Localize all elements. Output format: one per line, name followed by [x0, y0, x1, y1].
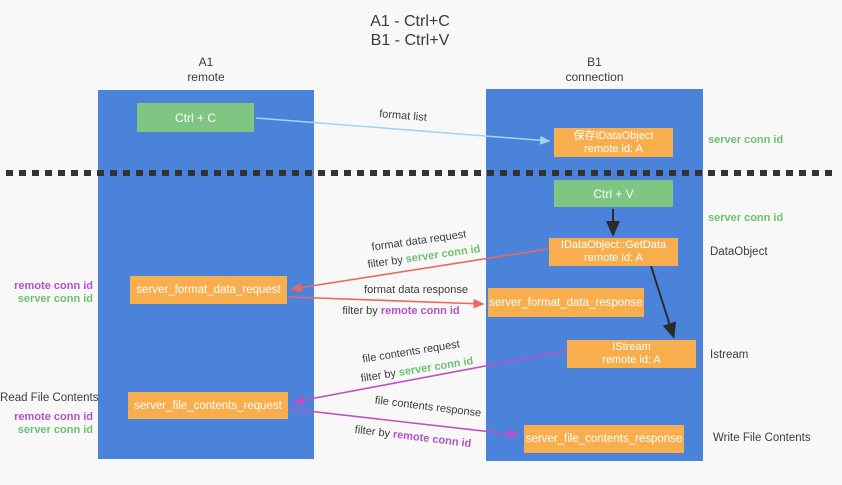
- format-data-response-label: format data response: [364, 284, 468, 296]
- server-format-data-request-box: server_format_data_request: [130, 276, 287, 304]
- dashed-divider: [6, 170, 836, 176]
- left-file-remote-conn-id: remote conn id: [14, 411, 93, 423]
- dataobject-label: DataObject: [710, 246, 768, 258]
- format-response-filter-key: remote conn id: [380, 305, 460, 317]
- left-format-conn-ids: remote conn id server conn id: [0, 280, 93, 305]
- ctrl-v-label: Ctrl + V: [593, 186, 634, 201]
- server-file-contents-request-label: server_file_contents_request: [134, 399, 282, 412]
- istream-subtitle: remote id: A: [602, 354, 661, 366]
- ctrl-v-box: Ctrl + V: [554, 180, 673, 207]
- idataobject-getdata-box: IDataObject::GetData remote id: A: [549, 238, 678, 266]
- file-response-filter-key: remote conn id: [392, 428, 472, 451]
- right-server-conn-id-top: server conn id: [708, 134, 784, 146]
- server-format-data-response-box: server_format_data_response: [488, 288, 644, 317]
- server-file-contents-response-label: server_file_contents_response: [525, 433, 683, 445]
- save-idataobject-box: 保存IDataObject remote id: A: [554, 128, 673, 157]
- file-contents-response-label: file contents response: [374, 394, 482, 420]
- left-file-server-conn-id: server conn id: [17, 423, 93, 436]
- istream-side-label: Istream: [710, 349, 749, 361]
- lane-a1-role: remote: [187, 70, 225, 84]
- getdata-title: IDataObject::GetData: [560, 239, 667, 251]
- right-server-conn-id-mid: server conn id: [708, 212, 784, 224]
- getdata-subtitle: remote id: A: [584, 252, 643, 264]
- read-file-contents-label: Read File Contents: [0, 392, 99, 404]
- istream-title: IStream: [612, 341, 651, 353]
- file-response-filter-prefix: filter by: [354, 423, 391, 441]
- file-request-filter-prefix: filter by: [359, 367, 397, 385]
- title-line-2: B1 - Ctrl+V: [370, 32, 450, 49]
- left-format-server-conn-id: server conn id: [17, 292, 93, 305]
- left-format-remote-conn-id: remote conn id: [14, 280, 93, 292]
- lane-header-a1: A1 remote: [98, 55, 314, 85]
- lane-b1-name: B1: [587, 55, 602, 69]
- save-idataobject-subtitle: remote id: A: [584, 142, 643, 155]
- format-response-filter-prefix: filter by: [342, 305, 378, 317]
- format-list-label: format list: [378, 108, 428, 124]
- format-request-filter-prefix: filter by: [366, 254, 404, 271]
- save-idataobject-title: 保存IDataObject: [573, 129, 654, 142]
- left-file-conn-ids: remote conn id server conn id: [0, 411, 93, 436]
- write-file-contents-label: Write File Contents: [713, 432, 811, 444]
- server-format-data-response-label: server_format_data_response: [489, 296, 643, 309]
- diagram-title: A1 - Ctrl+C B1 - Ctrl+V: [0, 12, 820, 50]
- lane-a1-name: A1: [198, 55, 214, 69]
- lane-header-b1: B1 connection: [486, 55, 703, 85]
- lane-b1-role: connection: [565, 70, 624, 84]
- ctrl-c-box: Ctrl + C: [137, 103, 254, 132]
- file-request-filter-key: server conn id: [397, 355, 475, 379]
- istream-box: IStream remote id: A: [567, 340, 696, 368]
- server-file-contents-response-box: server_file_contents_response: [524, 425, 684, 453]
- server-file-contents-request-box: server_file_contents_request: [128, 392, 288, 419]
- format-data-response-arrow: [288, 296, 485, 309]
- title-line-1: A1 - Ctrl+C: [370, 13, 450, 30]
- ctrl-c-label: Ctrl + C: [174, 110, 216, 125]
- server-format-data-request-label: server_format_data_request: [136, 284, 281, 296]
